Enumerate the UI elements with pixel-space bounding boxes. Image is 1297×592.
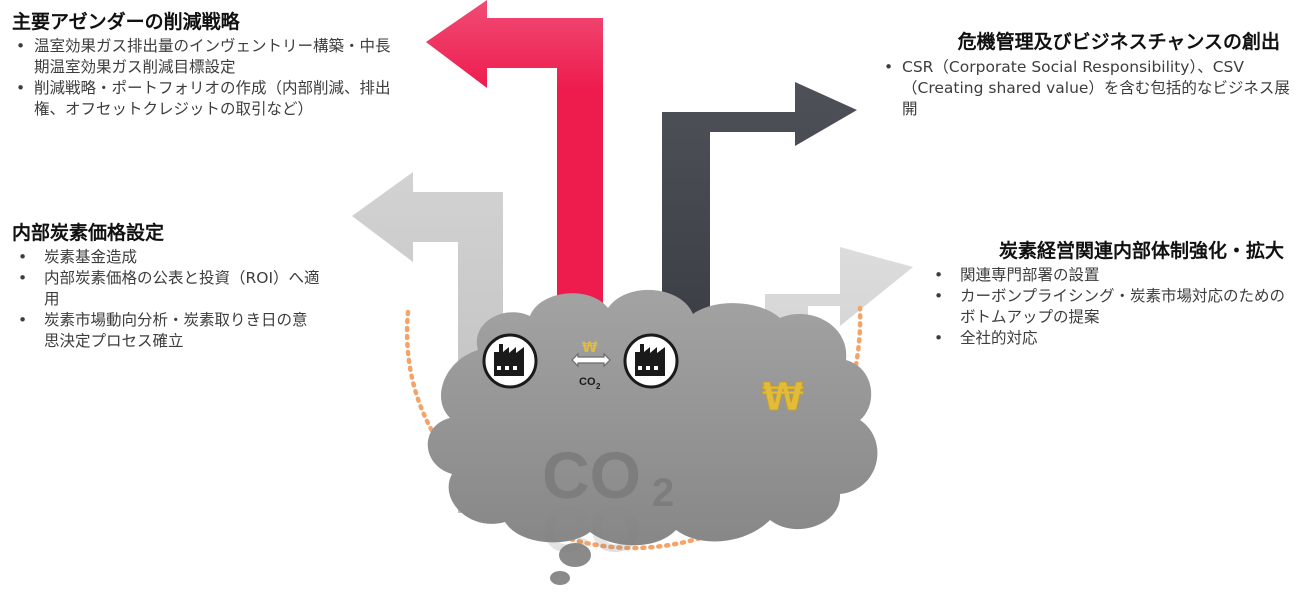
bullet-icon: • [934, 266, 944, 284]
bullet-icon: • [934, 287, 944, 305]
list-item: • 内部炭素価格の公表と投資（ROI）へ適用 [12, 268, 322, 310]
list-item-text: 全社的対応 [960, 329, 1038, 347]
list-item: • 炭素市場動向分析・炭素取りき日の意思決定プロセス確立 [12, 310, 322, 352]
list-item-text: 温室効果ガス排出量のインヴェントリー構築・中長期温室効果ガス削減目標設定 [34, 37, 391, 76]
list-item-text: 炭素基金造成 [44, 248, 138, 266]
co2-small-label: CO [579, 376, 596, 388]
list-item-text: 内部炭素価格の公表と投資（ROI）へ適用 [44, 269, 320, 308]
list-item: • CSR（Corporate Social Responsibility）、CS… [880, 57, 1290, 120]
block-title: 炭素経営関連内部体制強化・拡大 [998, 240, 1284, 262]
co2-small-subscript: 2 [596, 382, 601, 391]
bullet-list: • CSR（Corporate Social Responsibility）、CS… [880, 57, 1290, 120]
list-item: • カーボンプライシング・炭素市場対応のためのボトムアップの提案 [928, 286, 1292, 328]
list-item-text: 削減戦略・ポートフォリオの作成（内部削減、排出権、オフセットクレジットの取引など… [34, 79, 391, 118]
bullet-icon: • [18, 311, 28, 329]
list-item: • 全社的対応 [928, 328, 1292, 349]
block-title: 危機管理及びビジネスチャンスの創出 [957, 31, 1280, 53]
bullet-icon: • [934, 329, 944, 347]
block-reduction-strategy: 主要アゼンダーの削減戦略 • 温室効果ガス排出量のインヴェントリー構築・中長期温室… [12, 10, 392, 120]
block-title: 内部炭素価格設定 [12, 222, 165, 244]
co2-main-subscript: 2 [652, 471, 674, 515]
factory-icon-right [623, 333, 679, 389]
co2-cloud [427, 289, 878, 585]
list-item: • 炭素基金造成 [12, 247, 322, 268]
list-item: • 温室効果ガス排出量のインヴェントリー構築・中長期温室効果ガス削減目標設定 [12, 36, 392, 78]
list-item: • 関連専門部署の設置 [928, 265, 1292, 286]
bullet-icon: • [16, 79, 26, 97]
block-risk-business-opportunity: 危機管理及びビジネスチャンスの創出 • CSR（Corporate Social … [880, 30, 1290, 120]
co2-main-label: CO [542, 438, 641, 512]
list-item: • 削減戦略・ポートフォリオの作成（内部削減、排出権、オフセットクレジットの取引な… [12, 78, 392, 120]
won-icon: ₩ [762, 375, 804, 419]
factory-icon-left [482, 333, 538, 389]
bullet-icon: • [18, 248, 28, 266]
block-title: 主要アゼンダーの削減戦略 [12, 11, 240, 33]
bullet-list: • 炭素基金造成 • 内部炭素価格の公表と投資（ROI）へ適用 • 炭素市場動向分析・… [12, 247, 322, 352]
list-item-text: 関連専門部署の設置 [960, 266, 1100, 284]
exchange-arrow-icon [571, 352, 611, 368]
block-internal-structure: 炭素経営関連内部体制強化・拡大 • 関連専門部署の設置 • カーボンプライシング・炭… [906, 239, 1292, 349]
list-item-text: 炭素市場動向分析・炭素取りき日の意思決定プロセス確立 [44, 311, 308, 350]
block-internal-carbon-pricing: 内部炭素価格設定 • 炭素基金造成 • 内部炭素価格の公表と投資（ROI）へ適用 •… [12, 221, 322, 352]
list-item-text: CSR（Corporate Social Responsibility）、CSV… [902, 58, 1290, 118]
bullet-icon: • [18, 269, 28, 287]
small-won-icon: ₩ [582, 340, 598, 356]
bullet-list: • 関連専門部署の設置 • カーボンプライシング・炭素市場対応のためのボトムアップの… [928, 265, 1292, 349]
bullet-icon: • [16, 37, 26, 55]
red-arrow [426, 0, 603, 360]
co2-reflection: CO [542, 492, 641, 566]
list-item-text: カーボンプライシング・炭素市場対応のためのボトムアップの提案 [960, 287, 1286, 326]
bullet-icon: • [884, 58, 894, 76]
bullet-list: • 温室効果ガス排出量のインヴェントリー構築・中長期温室効果ガス削減目標設定 • 削… [12, 36, 392, 120]
